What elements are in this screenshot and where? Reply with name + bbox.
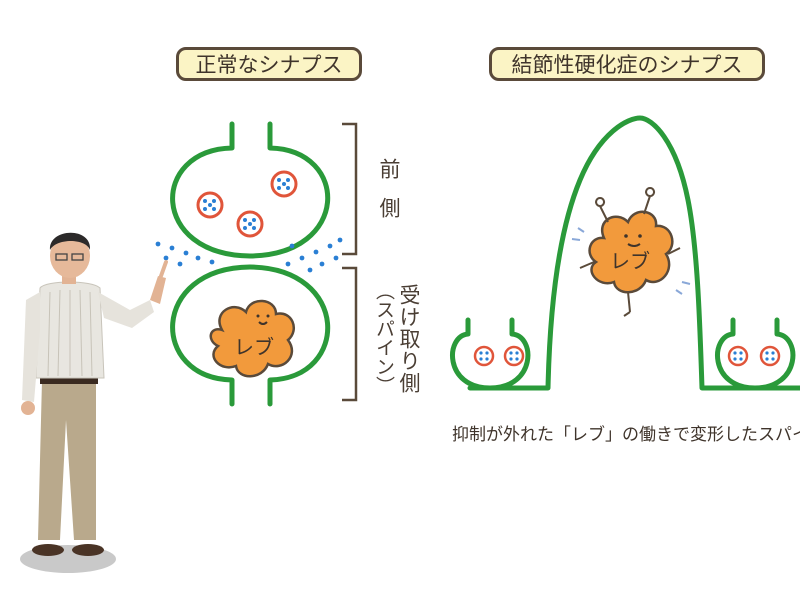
deformed-spine <box>467 115 800 391</box>
postsynaptic-note: （スパイン） <box>373 281 395 395</box>
normal-synapse-title: 正常なシナプス <box>176 47 362 81</box>
synaptic-vesicle <box>473 345 495 367</box>
synaptic-vesicle <box>503 345 525 367</box>
presynaptic-bracket <box>342 122 358 256</box>
postsynaptic-spine <box>170 264 331 407</box>
synaptic-vesicle <box>727 345 749 367</box>
synaptic-vesicle <box>759 345 781 367</box>
presynaptic-label: 前側 <box>377 158 401 236</box>
postsynaptic-bracket <box>342 266 358 402</box>
synaptic-vesicle <box>196 191 224 219</box>
synaptic-vesicle <box>236 210 264 238</box>
reb-molecule-sclerosis <box>571 187 691 317</box>
deformed-spine-caption: 抑制が外れた「レブ」の働きで変形したスパイン <box>452 425 800 445</box>
postsynaptic-label: 受け取り側 <box>397 284 421 394</box>
reb-molecule-normal <box>209 299 295 378</box>
presynaptic-terminal <box>170 121 331 259</box>
reb-label-sclerosis: レブ <box>610 249 650 273</box>
presenter-figure <box>20 232 168 573</box>
reb-label-normal: レブ <box>234 335 274 359</box>
sclerosis-synapse-title: 結節性硬化症のシナプス <box>489 47 765 81</box>
neurotransmitter-dots <box>155 237 343 273</box>
synaptic-vesicle <box>270 170 298 198</box>
